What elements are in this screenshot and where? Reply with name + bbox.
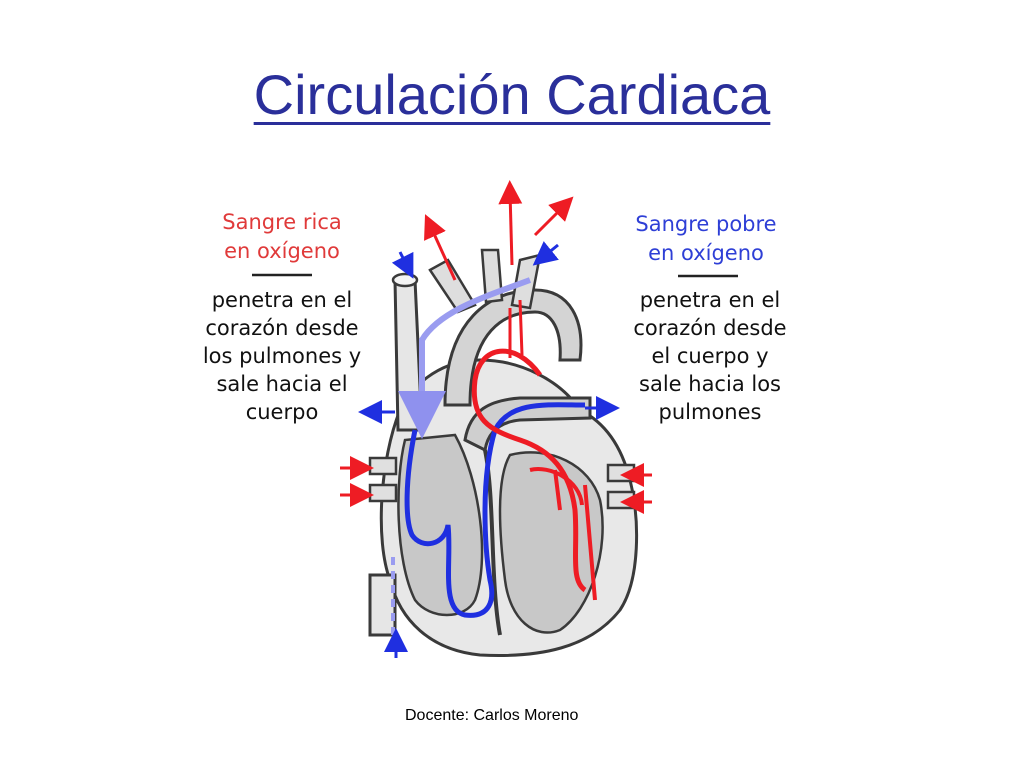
flow-left-heart — [471, 348, 587, 593]
footer-author: Docente: Carlos Moreno — [405, 707, 579, 724]
flow-arrows — [340, 180, 652, 658]
left-ventricle — [498, 451, 604, 634]
flow-left-ventricle — [529, 467, 597, 601]
aortic-branch-1 — [428, 258, 477, 314]
heart-diagram: Sangre rica en oxígeno penetra en el cor… — [190, 180, 830, 670]
left-heading-line-1: Sangre rica — [222, 210, 342, 234]
right-body-line-2: corazón desde — [633, 316, 786, 340]
oxygenated-flow — [471, 299, 597, 601]
right-body-line-3: el cuerpo y — [651, 344, 768, 368]
arrow-in-blue-top-right — [532, 241, 559, 266]
arrow-up-red-3 — [533, 196, 574, 237]
left-body-line-5: cuerpo — [246, 400, 319, 424]
arrow-up-red-2 — [498, 180, 523, 266]
aorta — [443, 288, 583, 407]
arrow-up-red-1 — [424, 214, 457, 281]
pulmonary-artery — [463, 396, 592, 453]
superior-vena-cava — [393, 278, 424, 432]
left-heading-line-2: en oxígeno — [224, 239, 340, 263]
pulmonary-vein-lower-right — [606, 490, 636, 510]
pulmonary-vein-lower-left — [368, 483, 398, 503]
left-label: Sangre rica en oxígeno penetra en el cor… — [203, 210, 361, 424]
pulmonary-vein-upper-left — [368, 456, 398, 476]
flow-vena-cava — [398, 277, 532, 439]
right-body-line-4: sale hacia los — [639, 372, 781, 396]
right-body-line-5: pulmones — [659, 400, 762, 424]
aortic-branch-2 — [480, 248, 504, 304]
arrow-in-blue-top — [391, 251, 414, 279]
left-body-line-3: los pulmones y — [203, 344, 361, 368]
left-body-line-2: corazón desde — [205, 316, 358, 340]
right-ventricle — [397, 433, 484, 617]
left-body-line-4: sale hacia el — [216, 372, 347, 396]
right-heading-line-2: en oxígeno — [648, 241, 764, 265]
right-body-line-1: penetra en el — [640, 288, 781, 312]
left-body-line-1: penetra en el — [212, 288, 353, 312]
slide-title: Circulación Cardiaca — [253, 63, 771, 126]
right-heading-line-1: Sangre pobre — [635, 212, 776, 236]
pulmonary-vein-upper-right — [606, 463, 636, 483]
right-label: Sangre pobre en oxígeno penetra en el co… — [633, 212, 786, 424]
flow-aortic-arch — [508, 299, 524, 358]
vena-cava-opening — [391, 272, 419, 288]
